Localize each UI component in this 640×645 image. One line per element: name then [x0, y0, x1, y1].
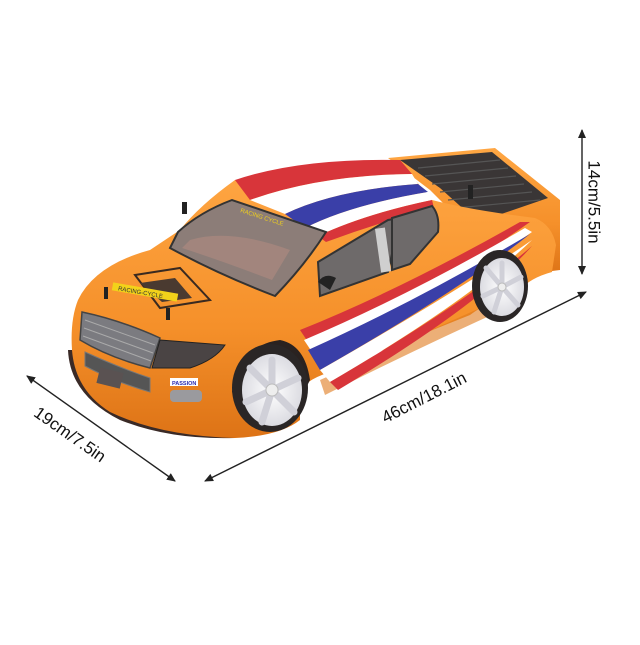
windshield: RACING CYCLE: [168, 198, 328, 298]
bumper-decal: PASSION: [172, 381, 196, 387]
roof-stripes: [235, 159, 434, 242]
length-arrow: [204, 291, 587, 482]
side-mirror: [318, 275, 336, 290]
front-wheel: [232, 344, 308, 432]
side-windows: [316, 204, 440, 298]
width-arrow: [26, 375, 176, 482]
rear-wheel: [472, 250, 528, 322]
height-dimension-label: 14cm/5.5in: [584, 160, 604, 244]
dimension-arrows: [26, 129, 587, 482]
